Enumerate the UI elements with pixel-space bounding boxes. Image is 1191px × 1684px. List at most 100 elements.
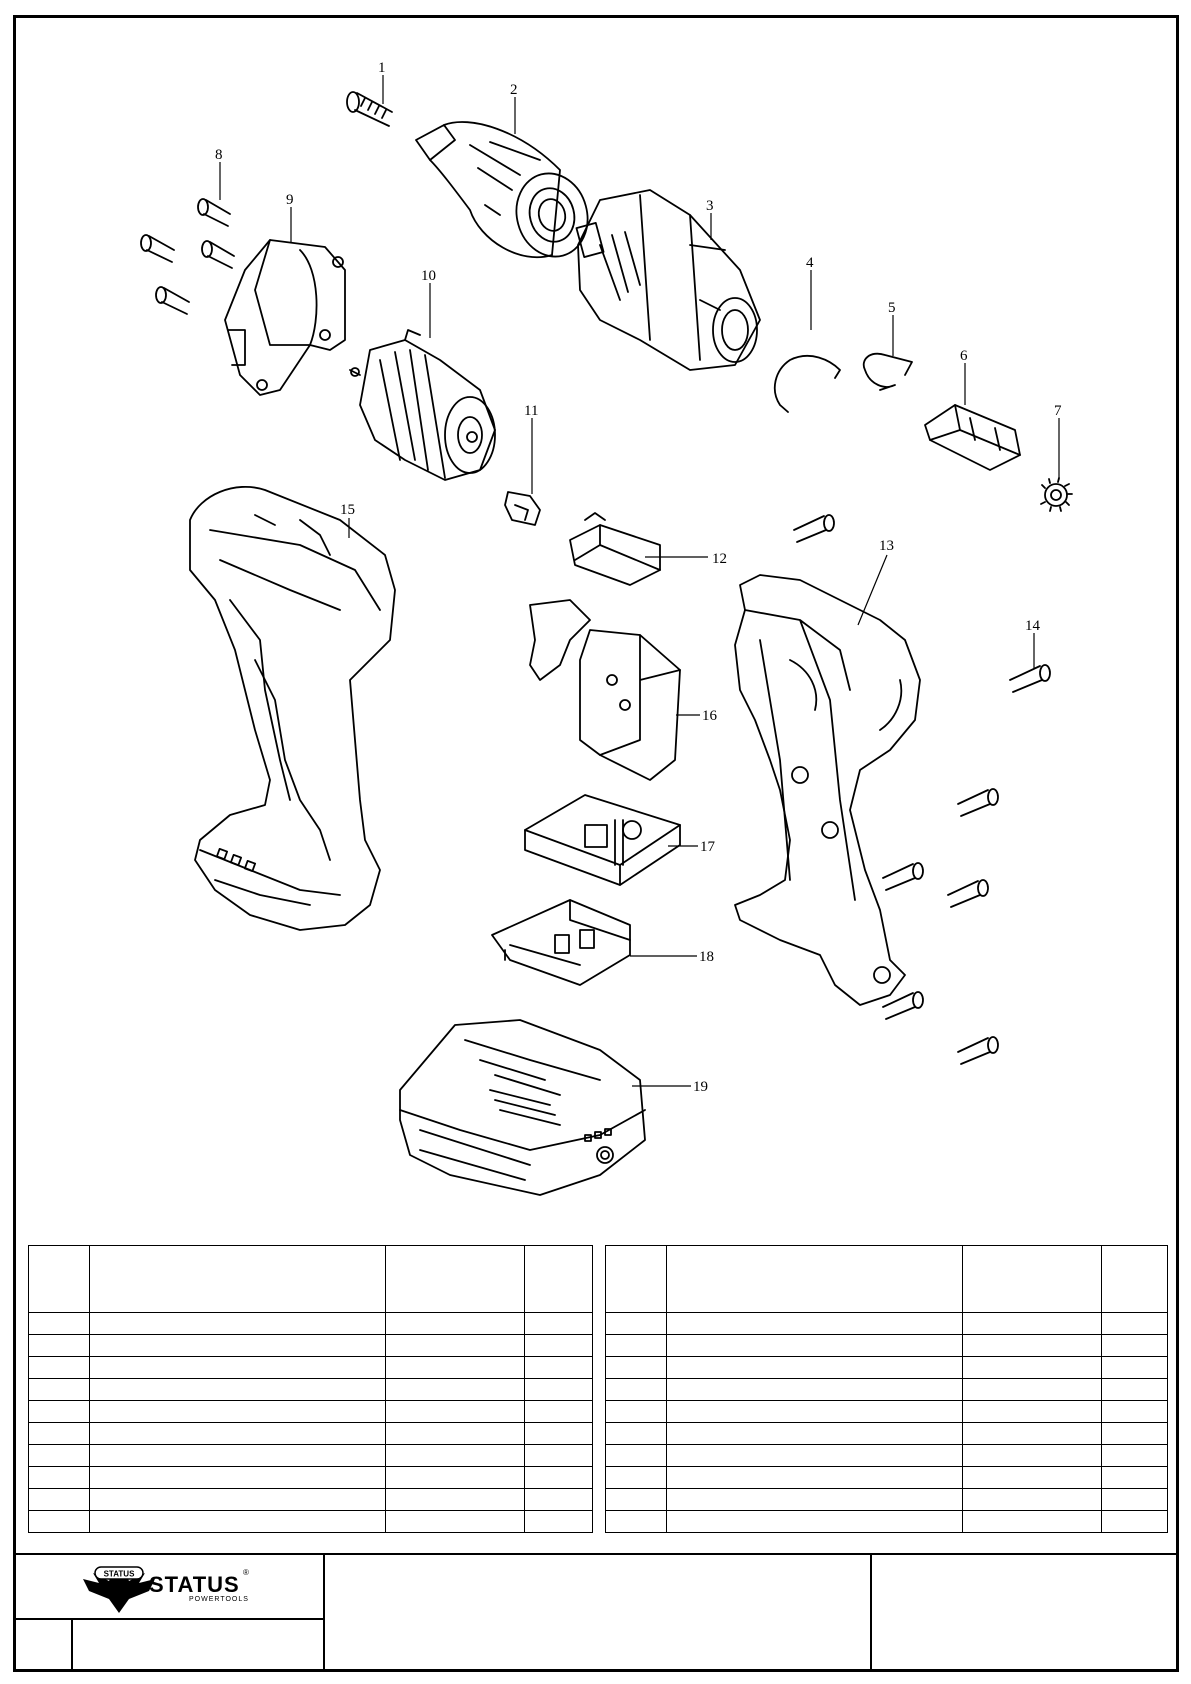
table-cell xyxy=(962,1400,1102,1423)
table-cell xyxy=(524,1510,593,1533)
table-cell xyxy=(524,1400,593,1423)
part-8-screws xyxy=(140,198,235,315)
part-18-pcb-board xyxy=(491,899,631,986)
table-row xyxy=(605,1510,1168,1533)
table-cell xyxy=(524,1334,593,1357)
callout-1: 1 xyxy=(378,60,386,76)
table-cell xyxy=(962,1312,1102,1335)
table-cell xyxy=(1101,1334,1168,1357)
table-cell xyxy=(962,1510,1102,1533)
part-15-housing-left xyxy=(189,485,396,931)
table-cell xyxy=(385,1356,525,1379)
brand-name: STATUS xyxy=(149,1572,240,1597)
table-cell xyxy=(962,1356,1102,1379)
part-9-motor-cap xyxy=(224,239,346,396)
table-cell xyxy=(524,1422,593,1445)
table-cell xyxy=(89,1400,386,1423)
table-cell xyxy=(385,1334,525,1357)
logo-badge-text: STATUS xyxy=(104,1570,135,1579)
table-cell xyxy=(524,1356,593,1379)
table-row xyxy=(605,1378,1168,1401)
table-cell xyxy=(89,1378,386,1401)
table-cell xyxy=(1101,1466,1168,1489)
part-13-housing-right xyxy=(734,574,921,1006)
table-header-cell xyxy=(1101,1245,1168,1313)
table-cell xyxy=(524,1444,593,1467)
table-cell xyxy=(666,1444,963,1467)
table-cell xyxy=(1101,1400,1168,1423)
table-cell xyxy=(28,1510,90,1533)
part-12-cover xyxy=(569,512,661,586)
table-cell xyxy=(524,1466,593,1489)
table-cell xyxy=(605,1510,667,1533)
table-cell xyxy=(962,1334,1102,1357)
title-block-right-cell xyxy=(870,1553,1179,1672)
table-row xyxy=(28,1378,593,1401)
table-row xyxy=(28,1510,593,1533)
table-cell xyxy=(962,1488,1102,1511)
table-cell xyxy=(385,1466,525,1489)
part-16-switch xyxy=(529,599,681,781)
parts-table-left xyxy=(28,1245,593,1533)
table-cell xyxy=(28,1334,90,1357)
table-cell xyxy=(385,1312,525,1335)
table-cell xyxy=(89,1466,386,1489)
table-cell xyxy=(666,1510,963,1533)
table-header-cell xyxy=(385,1245,525,1313)
table-cell xyxy=(524,1312,593,1335)
table-cell xyxy=(1101,1488,1168,1511)
title-block-code-cell xyxy=(13,1618,73,1672)
table-cell xyxy=(385,1400,525,1423)
callout-17: 17 xyxy=(700,839,716,855)
table-cell xyxy=(605,1334,667,1357)
callout-19: 19 xyxy=(693,1079,708,1095)
title-block-name-cell xyxy=(71,1618,325,1672)
table-row xyxy=(28,1356,593,1379)
table-row xyxy=(28,1334,593,1357)
table-cell xyxy=(89,1488,386,1511)
part-14-screws xyxy=(793,514,1051,1065)
leader-lines xyxy=(219,75,1060,1087)
callout-14: 14 xyxy=(1025,618,1041,634)
table-row xyxy=(28,1422,593,1445)
table-cell xyxy=(385,1422,525,1445)
table-row xyxy=(605,1312,1168,1335)
table-cell xyxy=(28,1422,90,1445)
part-17-pcb-box xyxy=(524,794,681,886)
table-row xyxy=(605,1444,1168,1467)
callout-12: 12 xyxy=(712,551,727,567)
table-cell xyxy=(28,1488,90,1511)
part-10-motor xyxy=(349,329,496,481)
table-row xyxy=(28,1312,593,1335)
callout-15: 15 xyxy=(340,502,355,518)
table-cell xyxy=(524,1378,593,1401)
table-cell xyxy=(28,1356,90,1379)
table-cell xyxy=(524,1488,593,1511)
table-cell xyxy=(28,1400,90,1423)
table-cell xyxy=(605,1488,667,1511)
table-cell xyxy=(89,1510,386,1533)
parts-table-right xyxy=(605,1245,1168,1533)
callout-16: 16 xyxy=(702,708,718,724)
part-19-battery xyxy=(399,1019,646,1196)
table-row xyxy=(605,1334,1168,1357)
table-cell xyxy=(666,1400,963,1423)
part-6-slider xyxy=(924,404,1021,471)
table-row xyxy=(28,1400,593,1423)
table-cell xyxy=(1101,1422,1168,1445)
part-3-gearbox xyxy=(575,189,761,371)
callout-11: 11 xyxy=(524,403,538,419)
table-cell xyxy=(28,1378,90,1401)
title-block: STATUS STATUS ® POWERTOOLS xyxy=(13,1553,1179,1672)
table-cell xyxy=(89,1312,386,1335)
brand-subtitle: POWERTOOLS xyxy=(189,1596,249,1603)
table-cell xyxy=(666,1312,963,1335)
table-cell xyxy=(89,1422,386,1445)
table-cell xyxy=(666,1378,963,1401)
eagle-logo-icon: STATUS xyxy=(83,1566,155,1613)
part-7-gear xyxy=(1040,477,1073,512)
callout-8: 8 xyxy=(215,147,223,163)
table-cell xyxy=(666,1422,963,1445)
table-cell xyxy=(605,1400,667,1423)
table-cell xyxy=(962,1378,1102,1401)
